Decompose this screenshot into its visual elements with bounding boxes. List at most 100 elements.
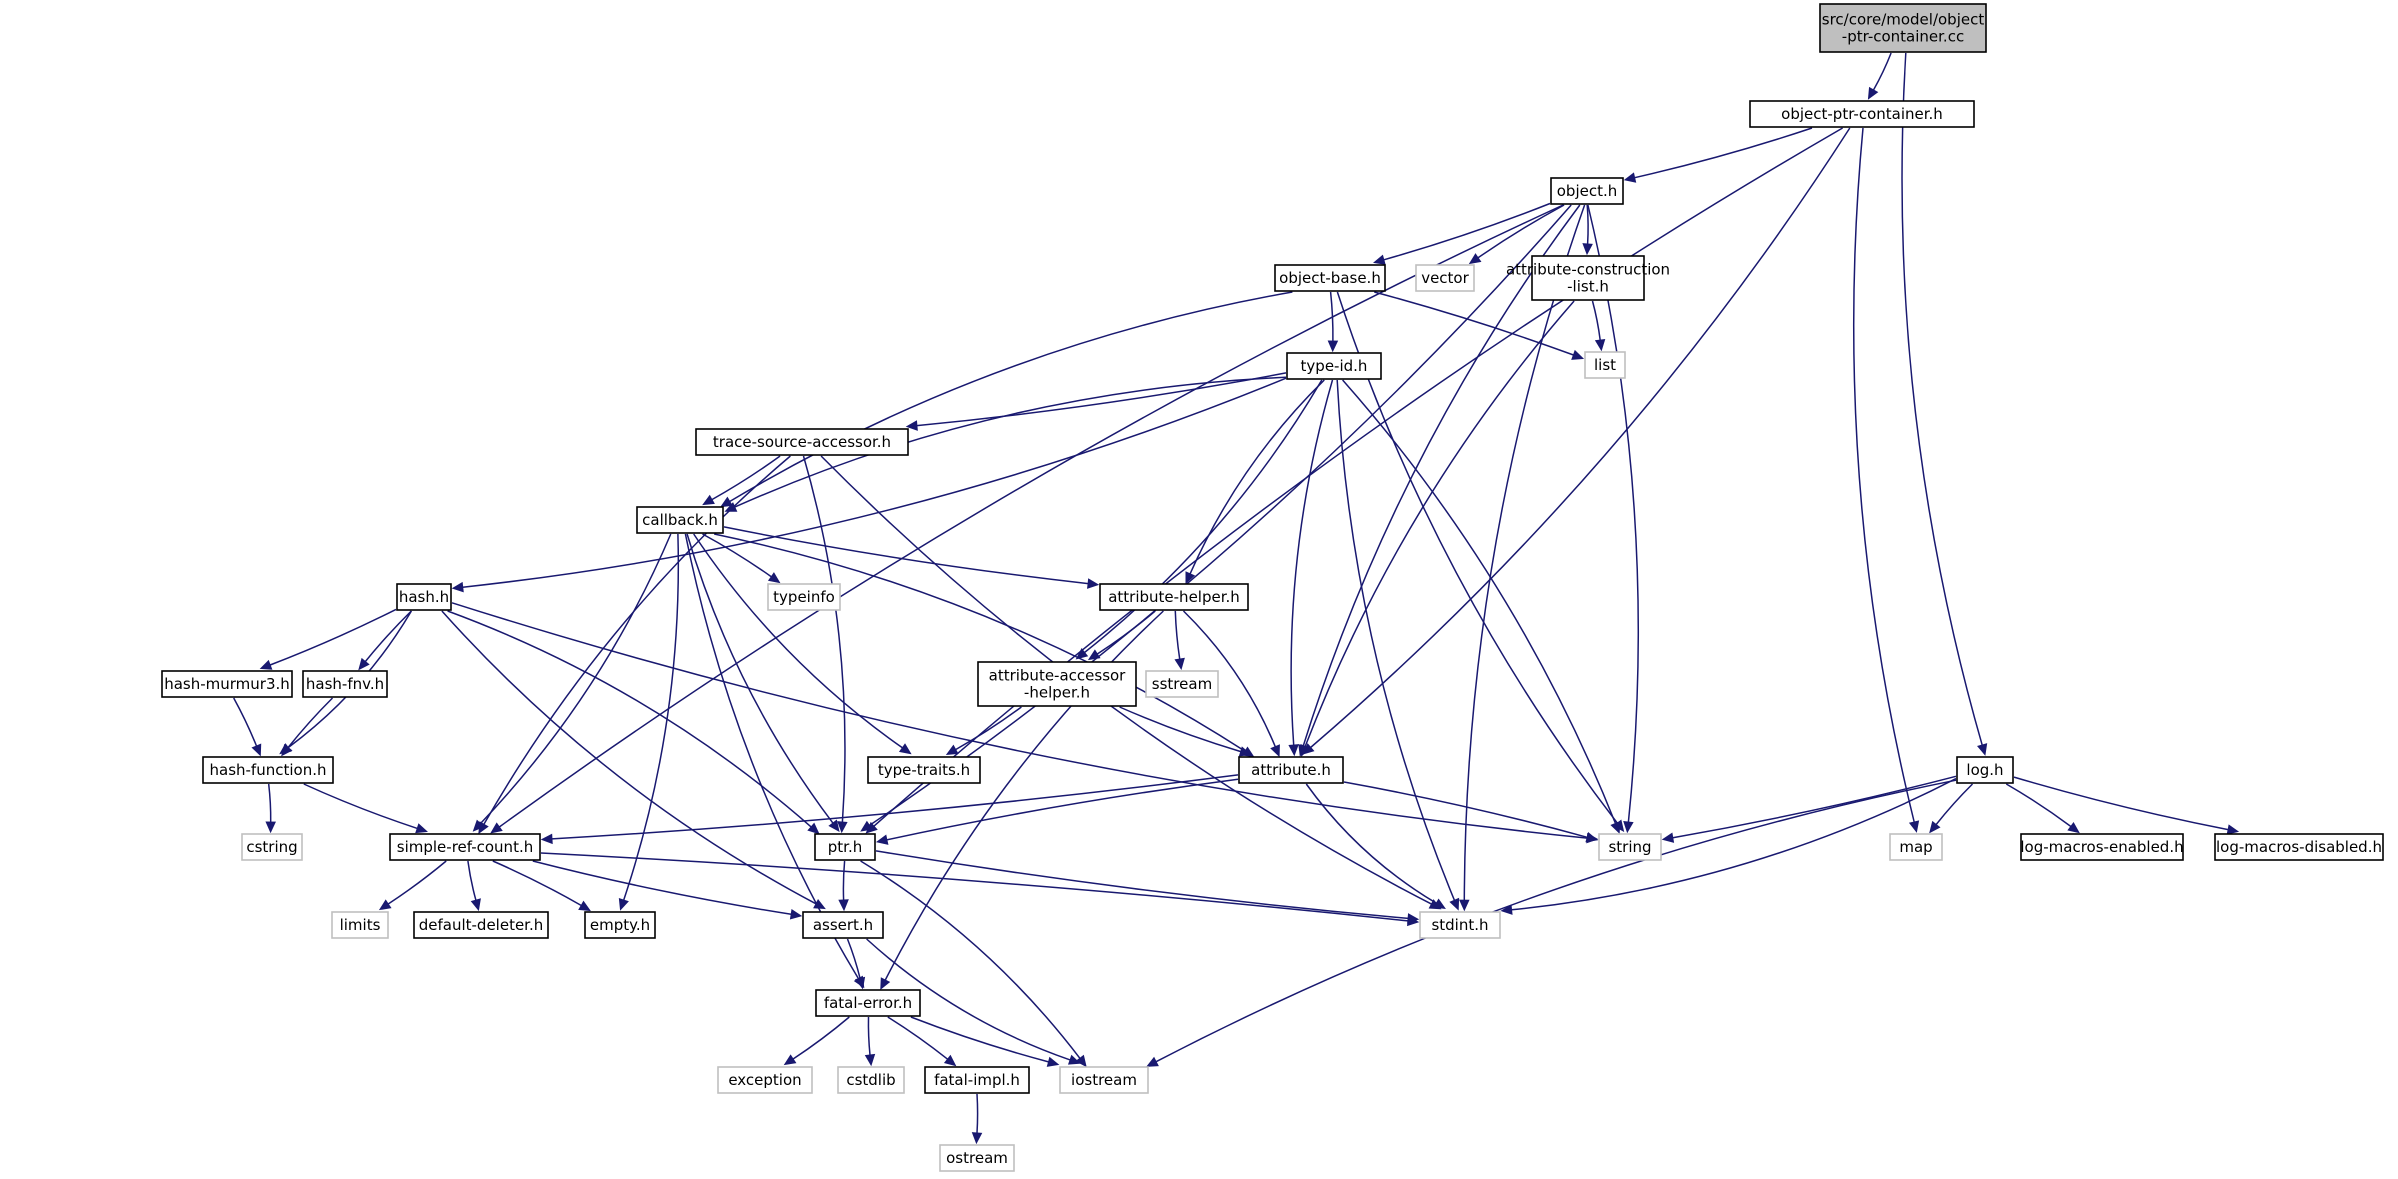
edge-object-to-stdint xyxy=(1463,204,1586,901)
node-label-defdel: default-deleter.h xyxy=(419,916,544,934)
edge-arrowhead-hash-to-assert xyxy=(813,898,826,910)
edge-src-to-limits xyxy=(387,860,447,905)
edge-arrowhead-hash-to-ptr xyxy=(807,822,820,835)
node-stdint: stdint.h xyxy=(1419,911,1501,939)
node-ostream: ostream xyxy=(939,1144,1015,1172)
node-label-hashm3: hash-murmur3.h xyxy=(164,675,290,693)
edge-arrowhead-fatalerr-to-iostream xyxy=(1046,1056,1060,1067)
node-label-line: object-base.h xyxy=(1279,269,1381,287)
node-label-typeinfo: typeinfo xyxy=(773,588,835,606)
node-root[interactable]: src/core/model/object-ptr-container.cc xyxy=(1819,3,1987,53)
edge-object-to-attribute xyxy=(1302,204,1581,747)
edge-arrowhead-opc-to-object xyxy=(1623,172,1637,183)
node-box-root xyxy=(1819,3,1987,53)
node-callback[interactable]: callback.h xyxy=(636,506,724,534)
edge-arrowhead-log-to-string xyxy=(1661,832,1675,843)
edge-object-to-vector xyxy=(1477,204,1565,259)
edge-callback-to-ptr xyxy=(686,533,834,824)
node-exception: exception xyxy=(717,1066,813,1094)
node-label-line: sstream xyxy=(1152,675,1212,693)
edge-typeid-to-stdint xyxy=(1336,379,1456,901)
node-label-vector: vector xyxy=(1421,269,1469,287)
node-label-line: map xyxy=(1899,838,1932,856)
edge-arrowhead-opc-to-map xyxy=(1908,820,1920,833)
node-defdel[interactable]: default-deleter.h xyxy=(413,911,549,939)
edge-arrowhead-objbase-to-typeid xyxy=(1327,340,1339,353)
edge-arrowhead-typeid-to-string xyxy=(1610,821,1621,834)
node-box-cstring xyxy=(241,833,303,861)
node-label-attrcl: attribute-construction-list.h xyxy=(1506,261,1670,296)
node-objbase[interactable]: object-base.h xyxy=(1274,264,1386,292)
node-attribute[interactable]: attribute.h xyxy=(1238,756,1344,784)
node-hash[interactable]: hash.h xyxy=(396,583,452,611)
node-label-line: string xyxy=(1608,838,1651,856)
edge-typeid-to-callback xyxy=(734,376,1287,508)
edge-ptr-to-assert xyxy=(842,860,846,901)
node-hashm3[interactable]: hash-murmur3.h xyxy=(161,670,293,698)
edge-ptr-to-iostream xyxy=(860,860,1081,1059)
node-hashfnv[interactable]: hash-fnv.h xyxy=(302,670,388,698)
node-iostream: iostream xyxy=(1059,1066,1149,1094)
node-label-fatalimpl: fatal-impl.h xyxy=(934,1071,1020,1089)
node-label-attracc: attribute-accessor-helper.h xyxy=(989,667,1127,702)
node-box-src xyxy=(389,833,541,861)
edge-arrowhead-objbase-to-list xyxy=(1571,349,1585,360)
node-ptr[interactable]: ptr.h xyxy=(814,833,876,861)
edge-fatalerr-to-iostream xyxy=(910,1016,1049,1063)
node-tsa[interactable]: trace-source-accessor.h xyxy=(695,428,909,456)
edge-arrowhead-hash-to-hashm3 xyxy=(259,659,273,670)
edge-hash-to-assert xyxy=(441,610,817,905)
edge-arrowhead-typeid-to-stdint xyxy=(1449,897,1460,911)
edge-arrowhead-attribute-to-src xyxy=(540,833,553,845)
node-label-typeid: type-id.h xyxy=(1301,357,1368,375)
edge-arrowhead-attracc-to-typetraits xyxy=(945,744,959,755)
node-label-string: string xyxy=(1608,838,1651,856)
node-src[interactable]: simple-ref-count.h xyxy=(389,833,541,861)
node-label-line: -helper.h xyxy=(1024,684,1090,702)
node-label-line: simple-ref-count.h xyxy=(397,838,533,856)
node-assert[interactable]: assert.h xyxy=(802,911,884,939)
node-box-attrhelper xyxy=(1099,583,1249,611)
edge-fatalerr-to-fatalimpl xyxy=(887,1016,949,1060)
node-typetraits[interactable]: type-traits.h xyxy=(867,756,981,784)
node-fatalimpl[interactable]: fatal-impl.h xyxy=(924,1066,1030,1094)
edge-arrowhead-attrcl-to-attribute xyxy=(1300,744,1311,757)
node-box-typeinfo xyxy=(767,583,841,611)
node-object[interactable]: object.h xyxy=(1550,177,1624,205)
node-label-line: object-ptr-container.h xyxy=(1781,105,1943,123)
node-label-line: attribute-helper.h xyxy=(1108,588,1240,606)
node-label-limits: limits xyxy=(340,916,381,934)
node-attrcl[interactable]: attribute-construction-list.h xyxy=(1506,255,1670,301)
node-attrhelper[interactable]: attribute-helper.h xyxy=(1099,583,1249,611)
node-label-fatalerr: fatal-error.h xyxy=(824,994,912,1012)
edge-arrowhead-hashfn-to-src xyxy=(415,823,428,834)
node-label-list: list xyxy=(1594,356,1616,374)
edge-arrowhead-log-to-lmd xyxy=(2226,824,2240,835)
node-typeid[interactable]: type-id.h xyxy=(1286,352,1382,380)
edge-assert-to-fatalerr xyxy=(846,938,861,979)
node-lme[interactable]: log-macros-enabled.h xyxy=(2020,833,2184,861)
node-fatalerr[interactable]: fatal-error.h xyxy=(815,989,921,1017)
node-label-line: type-traits.h xyxy=(878,761,970,779)
node-hashfn[interactable]: hash-function.h xyxy=(202,756,334,784)
edge-arrowhead-callback-to-typetraits xyxy=(898,743,912,755)
node-label-line: type-id.h xyxy=(1301,357,1368,375)
edge-arrowhead-tsa-to-ptr xyxy=(837,821,848,834)
edge-src-to-stdint xyxy=(540,852,1409,922)
node-opc[interactable]: object-ptr-container.h xyxy=(1749,100,1975,128)
node-log[interactable]: log.h xyxy=(1956,756,2014,784)
edge-objbase-to-typeid xyxy=(1329,291,1334,342)
node-box-typetraits xyxy=(867,756,981,784)
node-lmd[interactable]: log-macros-disabled.h xyxy=(2214,833,2384,861)
node-empty[interactable]: empty.h xyxy=(584,911,656,939)
edge-arrowhead-object-to-attrcl xyxy=(1582,243,1593,256)
node-box-limits xyxy=(331,911,389,939)
edge-arrowhead-fatalerr-to-exception xyxy=(783,1054,797,1066)
node-box-ptr xyxy=(814,833,876,861)
node-attracc[interactable]: attribute-accessor-helper.h xyxy=(977,661,1137,707)
edge-attrhelper-to-attribute xyxy=(1182,610,1276,747)
edge-opc-to-ptr xyxy=(873,127,1843,827)
node-label-assert: assert.h xyxy=(813,916,873,934)
node-box-empty xyxy=(584,911,656,939)
node-label-line: stdint.h xyxy=(1431,916,1488,934)
